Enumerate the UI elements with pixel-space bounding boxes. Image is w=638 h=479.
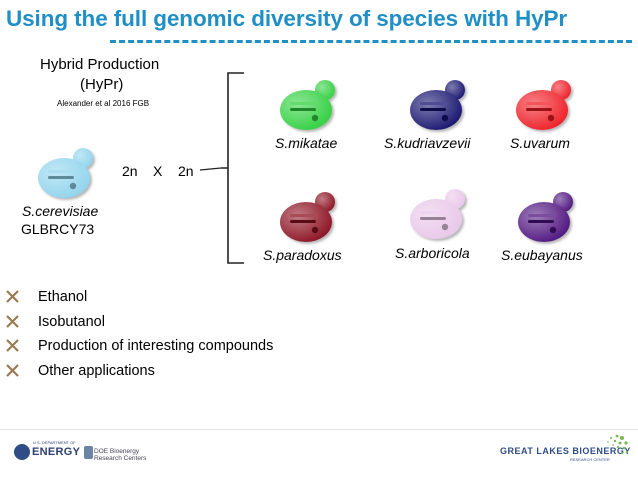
yeast-cell-icon-3 [274, 189, 348, 247]
x-mark-icon [6, 339, 19, 352]
bullet-item: Production of interesting compounds [6, 337, 273, 362]
yeast-cell-icon-1 [404, 77, 478, 135]
species-label-mikatae: S.mikatae [275, 135, 337, 151]
brc-logo-text: DOE Bioenergy Research Centers [94, 448, 154, 462]
species-label-eubayanus: S.eubayanus [501, 247, 583, 263]
species-label-arboricola: S.arboricola [395, 245, 470, 261]
cross-connector [200, 168, 221, 170]
cross-symbol: X [153, 163, 162, 179]
x-mark-icon [6, 364, 19, 377]
yeast-cell-uvarum [510, 77, 584, 140]
yeast-cell-arboricola [404, 186, 478, 249]
brc-logo-icon [84, 446, 93, 459]
yeast-cell-icon-5 [512, 189, 586, 247]
doe-energy-logo: ENERGY [32, 446, 80, 458]
doe-dept-text: U.S. DEPARTMENT OF [33, 440, 76, 445]
species-bracket [221, 73, 244, 263]
glbrc-burst-logo [598, 432, 630, 464]
ploidy-right: 2n [178, 163, 194, 179]
yeast-cell-mikatae [274, 77, 348, 140]
ploidy-left: 2n [122, 163, 138, 179]
yeast-cell-icon-4 [404, 186, 478, 244]
yeast-cell-icon-2 [510, 77, 584, 135]
bullet-item: Other applications [6, 362, 273, 387]
species-label-uvarum: S.uvarum [510, 135, 570, 151]
x-mark-icon [6, 315, 19, 328]
bullet-list: Ethanol Isobutanol Production of interes… [6, 288, 273, 386]
parent-species-label: S.cerevisiae [22, 203, 98, 219]
yeast-cell-eubayanus [512, 189, 586, 252]
footer-divider [0, 429, 638, 430]
bullet-item: Isobutanol [6, 313, 273, 338]
species-label-kudriavzevii: S.kudriavzevii [384, 135, 470, 151]
yeast-cell-icon-0 [274, 77, 348, 135]
x-mark-icon [6, 290, 19, 303]
yeast-cell-kudriavzevii [404, 77, 478, 140]
bullet-item: Ethanol [6, 288, 273, 313]
parent-cell [32, 145, 106, 208]
parent-strain-label: GLBRCY73 [21, 221, 94, 237]
doe-seal-logo [14, 444, 30, 460]
yeast-cell-paradoxus [274, 189, 348, 252]
yeast-cell-icon-parent [32, 145, 106, 203]
species-label-paradoxus: S.paradoxus [263, 247, 342, 263]
